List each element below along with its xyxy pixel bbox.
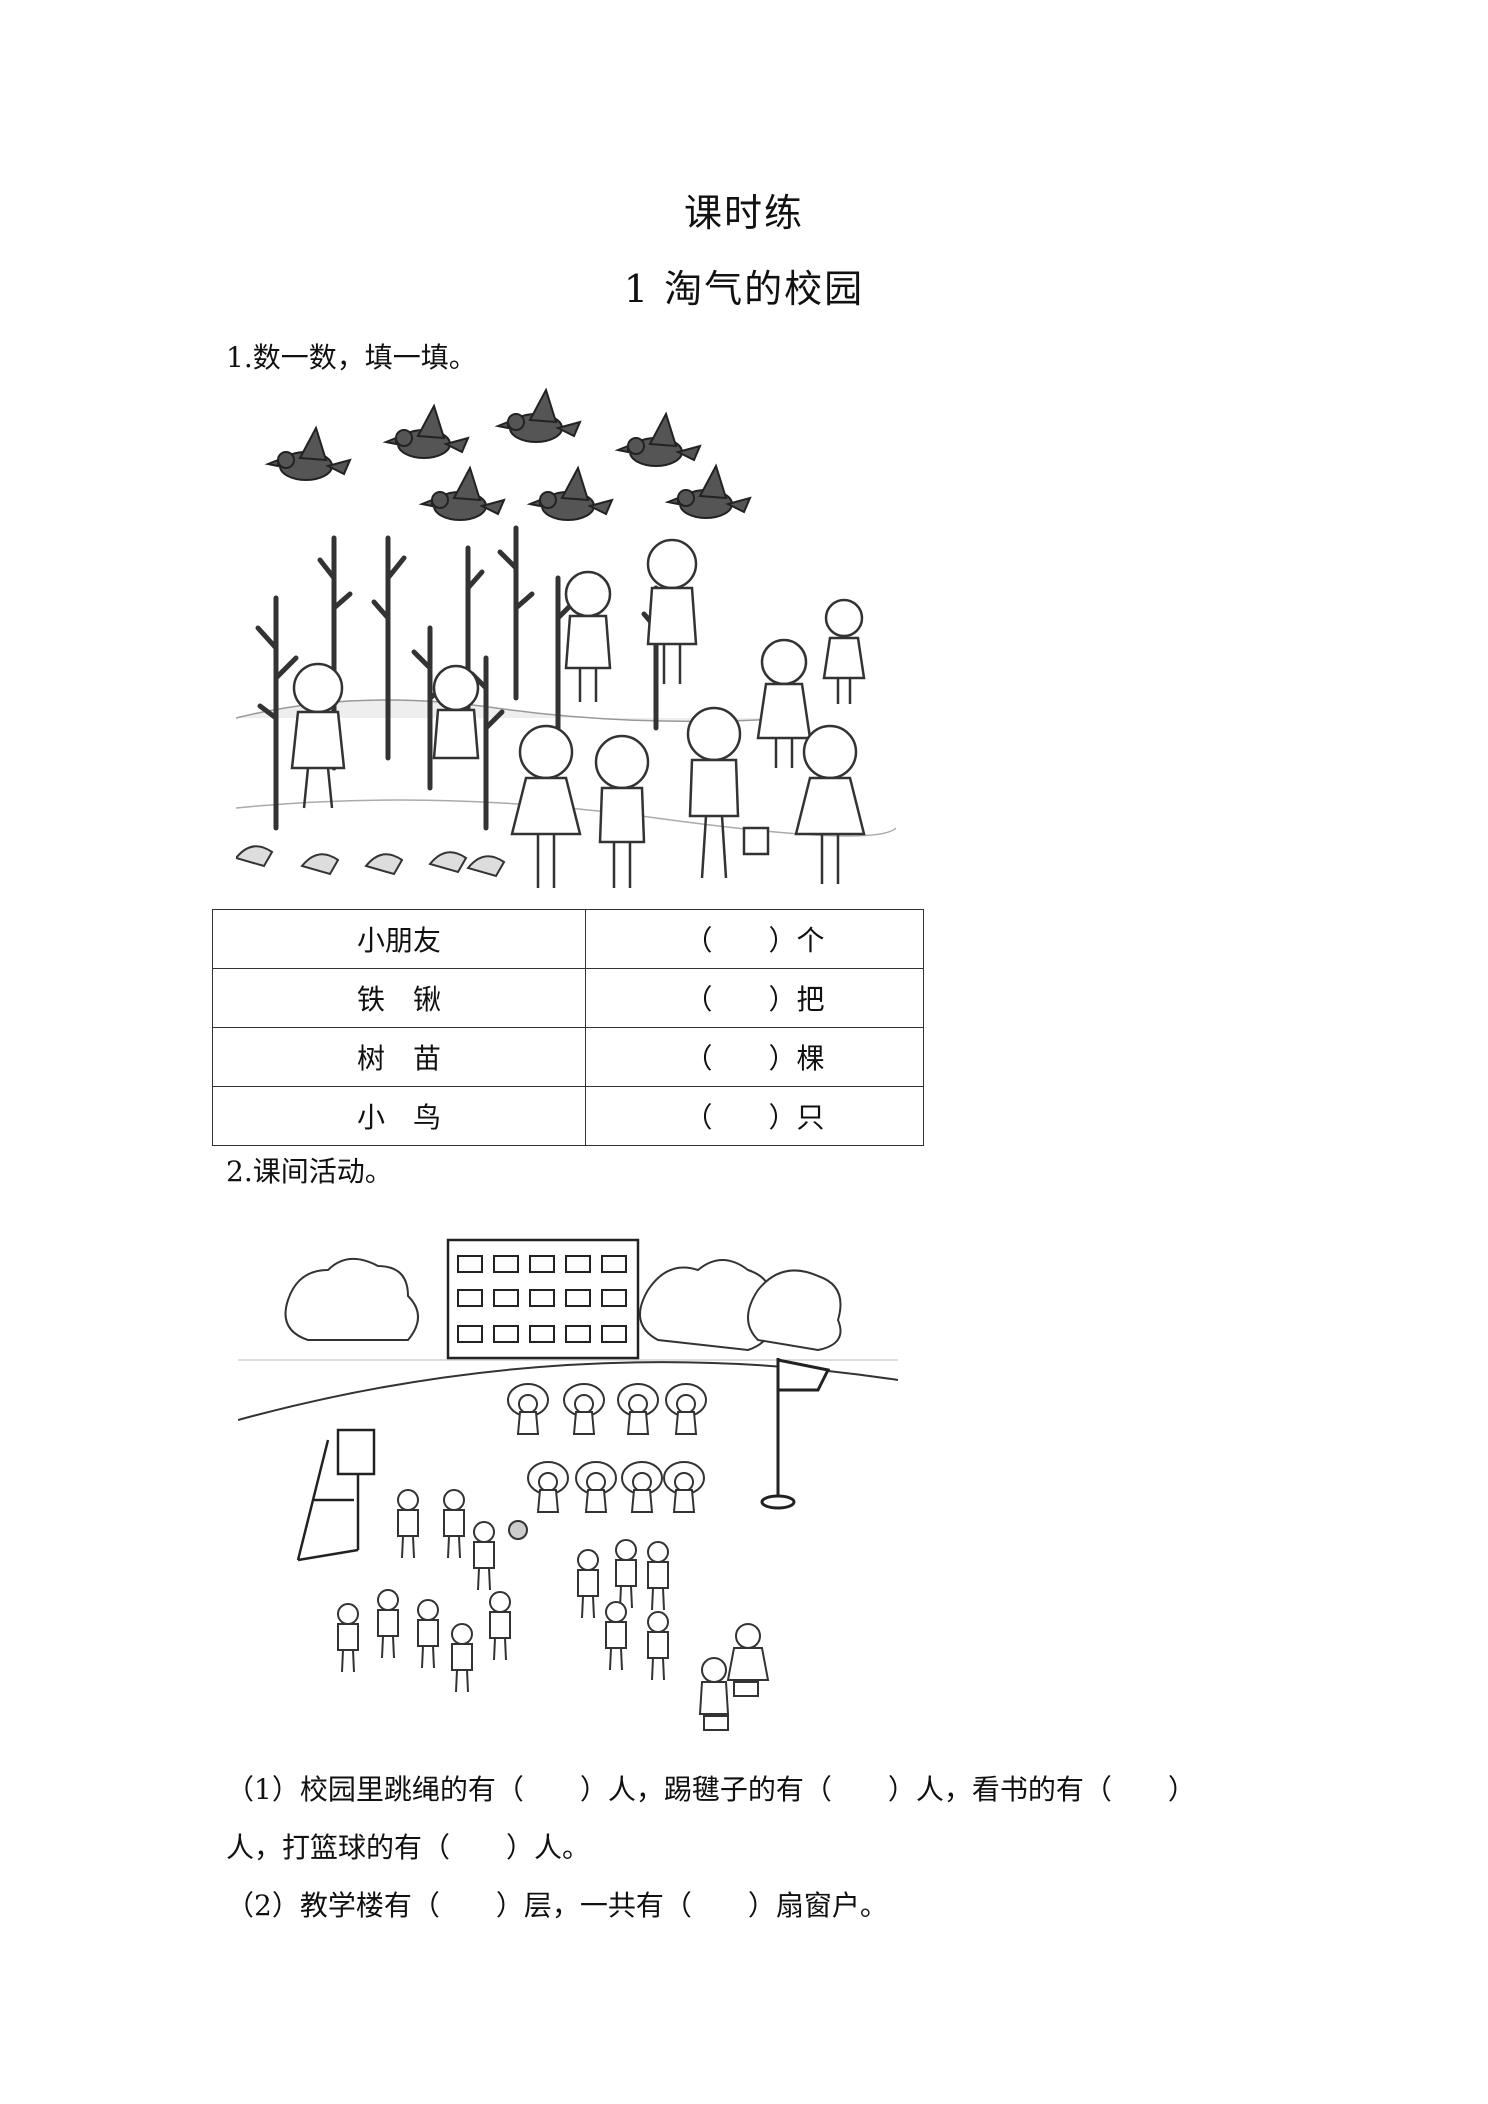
tree-saplings: [255, 525, 659, 831]
question-1-prompt: 1.数一数，填一填。: [226, 341, 477, 374]
counting-table: 小朋友 （ ）个 铁 锹 （ ）把 树 苗 （ ）棵 小 鸟 （ ）只: [212, 909, 924, 1146]
table-cell-item: 铁 锹: [212, 968, 586, 1028]
table-row: 小朋友 （ ）个: [212, 909, 924, 969]
question-2-part-1-line-1: （1）校园里跳绳的有（ ）人，踢毽子的有（ ）人，看书的有（ ）: [226, 1773, 1196, 1806]
table-cell-item: 小 鸟: [212, 1086, 586, 1146]
table-cell-item: 小朋友: [212, 909, 586, 969]
jump-rope-children: [507, 1383, 707, 1513]
lesson-title: 1 淘气的校园: [623, 267, 865, 311]
table-row: 小 鸟 （ ）只: [212, 1086, 924, 1146]
school-building: [446, 1238, 640, 1360]
playing-children: [337, 1539, 770, 1731]
question-2-part-1-line-2: 人，打篮球的有（ ）人。: [226, 1831, 591, 1864]
bird-icons: [264, 388, 752, 521]
playground-illustration: [238, 1238, 899, 1731]
question-2-part-2: （2）教学楼有（ ）层，一共有（ ）扇窗户。: [226, 1889, 888, 1922]
table-cell-answer[interactable]: （ ）棵: [585, 1027, 924, 1087]
background-trees: [284, 1258, 842, 1352]
question-2-prompt: 2.课间活动。: [226, 1155, 393, 1188]
table-cell-answer[interactable]: （ ）把: [585, 968, 924, 1028]
table-cell-answer[interactable]: （ ）只: [585, 1086, 924, 1146]
basketball-players: [397, 1489, 528, 1591]
shovel-icons: [236, 845, 506, 878]
table-row: 铁 锹 （ ）把: [212, 968, 924, 1028]
table-row: 树 苗 （ ）棵: [212, 1027, 924, 1087]
tree-planting-illustration: [236, 388, 896, 888]
flagpole: [760, 1358, 831, 1510]
table-cell-item: 树 苗: [212, 1027, 586, 1087]
table-cell-answer[interactable]: （ ）个: [585, 909, 924, 969]
page-title: 课时练: [683, 191, 804, 235]
children-figures: [290, 538, 866, 888]
basketball-hoop: [296, 1428, 376, 1562]
